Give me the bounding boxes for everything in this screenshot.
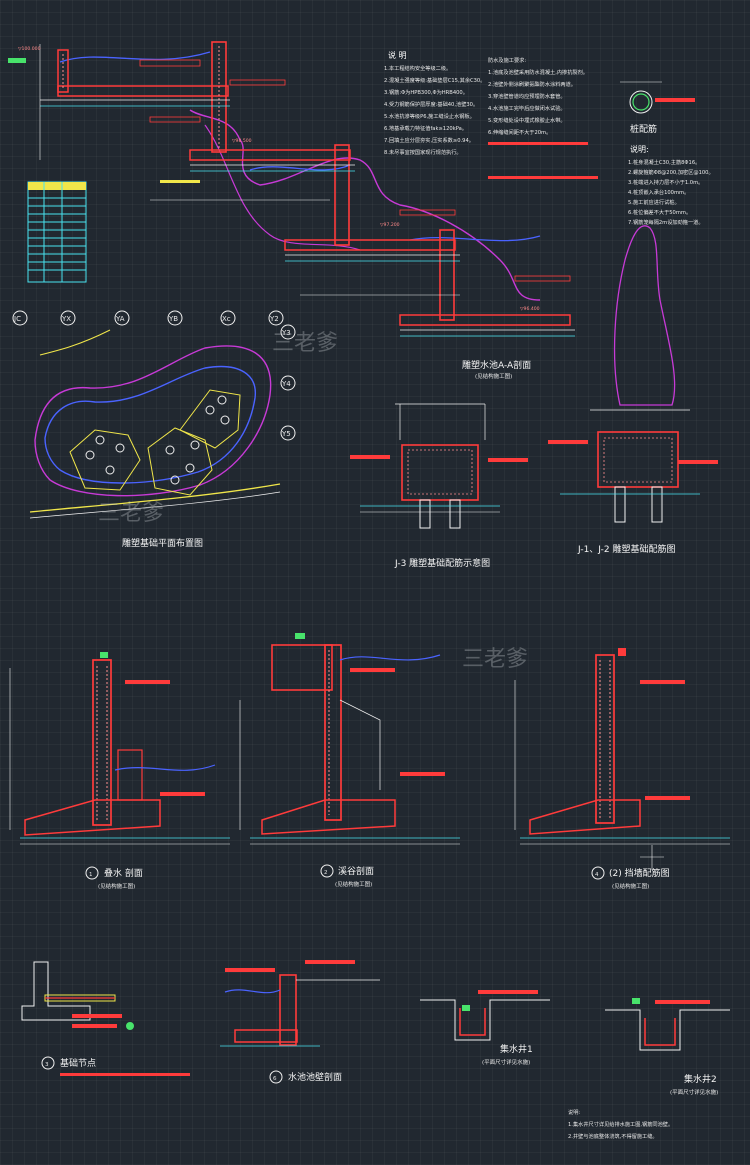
j1j2-title: J-1、J-2 雕塑基础配筋图 (577, 543, 675, 555)
axis-label: Y5 (281, 430, 291, 438)
pile-title: 桩配筋 (630, 123, 657, 135)
notes-heading: 防水及施工要求: (488, 56, 526, 64)
watermark: 三老爹 (272, 331, 338, 356)
axis-label: Xc (222, 315, 231, 323)
note-line: 6.地基承载力特征值fak≥120kPa。 (384, 124, 467, 132)
axis-label: Y3 (281, 329, 291, 337)
axis-label: YA (115, 315, 125, 323)
wall-section-2-label: 2 溪谷剖面 (见结构施工图) (320, 864, 374, 888)
notes-heading: 说明: (630, 144, 649, 154)
well1-title: 集水井1 (500, 1043, 533, 1055)
notes-heading: 说明: (568, 1108, 580, 1116)
note-line: 3.桩端进入持力层不小于1.0m。 (628, 178, 703, 186)
watermark: 三老爹 (462, 647, 528, 672)
wall4-subtitle: (见结构施工图) (612, 882, 649, 890)
note-line: 6.桩位偏差不大于50mm。 (628, 208, 691, 216)
well1-subtitle: (平面尺寸详见水施) (482, 1058, 530, 1066)
section-marker: 4 (595, 872, 599, 878)
sculpture-foundation-plan (29, 329, 281, 519)
elevation-label: ▽97.200 (380, 222, 400, 228)
elevation-label: ▽98.500 (232, 138, 252, 144)
pile-detail: 桩配筋 (620, 81, 695, 135)
detail-3-drawing: 3 基础节点 (21, 961, 190, 1076)
elevation-label: ▽96.400 (520, 306, 540, 312)
note-line: 7.钢筋笼每隔2m设加劲箍一道。 (628, 218, 704, 226)
note-line: 2.混凝土强度等级:基础垫层C15,其余C30。 (384, 76, 485, 84)
note-line: 1.池底及池壁采用防水混凝土,内掺抗裂剂。 (488, 68, 588, 76)
axis-markers: JC YX YA YB Xc Y2 Y3 Y4 Y5 (12, 310, 296, 441)
wall1-subtitle: (见结构施工图) (98, 882, 135, 890)
note-line: 8.未尽事宜按国家现行规范执行。 (384, 148, 462, 156)
well2-title: 集水井2 (684, 1073, 717, 1085)
wall2-subtitle: (见结构施工图) (335, 880, 372, 888)
section-marker: 1 (89, 872, 93, 878)
sculpture-outline (613, 225, 676, 406)
axis-label: JC (13, 315, 21, 323)
note-line: 1.桩身混凝土C30,主筋8Φ16。 (628, 158, 700, 166)
section-marker: 3 (45, 1062, 49, 1068)
note-line: 5.水池抗渗等级P6,施工缝设止水钢板。 (384, 112, 475, 120)
wall2-title: 溪谷剖面 (338, 865, 374, 877)
section-marker: 2 (324, 870, 328, 876)
section-aa-title: 雕塑水池A-A剖面 (462, 359, 531, 371)
note-line: 1.集水井尺寸详见给排水施工图,钢筋同池壁。 (568, 1120, 673, 1128)
wall-section-1-label: 1 叠水 剖面 (见结构施工图) (85, 866, 143, 890)
j3-foundation-detail (350, 403, 528, 529)
stepped-section-drawing: ▽100.000 ▽98.500 ▽97.200 ▽96.400 (8, 41, 575, 337)
detail6-title: 水池池壁剖面 (288, 1071, 342, 1083)
notes-block-2: 防水及施工要求: 1.池底及池壁采用防水混凝土,内掺抗裂剂。 2.池壁外侧涂刷聚… (488, 56, 598, 179)
section-marker: 6 (273, 1076, 277, 1082)
well2-subtitle: (平面尺寸详见水施) (670, 1088, 718, 1096)
notes-heading: 说 明 (388, 50, 407, 60)
detail3-title: 基础节点 (60, 1057, 96, 1069)
wall-section-4-label: 4 (2) 挡墙配筋图 (见结构施工图) (591, 866, 670, 890)
note-line: 4.水池施工完毕后应做闭水试验。 (488, 104, 566, 112)
axis-label: YB (168, 315, 178, 323)
note-line: 2.井壁与池底整体浇筑,不得留施工缝。 (568, 1132, 658, 1140)
note-line: 2.螺旋箍筋Φ8@200,加密区@100。 (628, 168, 714, 176)
note-line: 5.施工前应进行试桩。 (628, 198, 680, 206)
section-aa-subtitle: (见结构施工图) (475, 372, 512, 380)
wall-section-2-drawing (239, 633, 460, 845)
wall1-title: 叠水 剖面 (104, 867, 143, 879)
well-1-drawing: 集水井1 (平面尺寸详见水施) (420, 990, 550, 1066)
notes-block-4: 说明: 1.集水井尺寸详见给排水施工图,钢筋同池壁。 2.井壁与池底整体浇筑,不… (568, 1108, 673, 1140)
note-line: 5.变形缝处设中埋式橡胶止水带。 (488, 116, 566, 124)
j1j2-foundation-detail (548, 409, 718, 523)
note-line: 2.池壁外侧涂刷聚氨酯防水涂料两道。 (488, 80, 576, 88)
sculpture-plan-title: 雕塑基础平面布置图 (122, 537, 203, 549)
detail-6-drawing: 6 水池池壁剖面 (220, 960, 380, 1084)
note-line: 4.受力钢筋保护层厚度:基础40,池壁30。 (384, 100, 478, 108)
well-2-drawing: 集水井2 (平面尺寸详见水施) (605, 998, 730, 1096)
wall-section-4-drawing (514, 648, 730, 870)
watermark: 三老爹 (98, 501, 164, 526)
note-line: 1.本工程结构安全等级二级。 (384, 64, 451, 72)
notes-block-1: 说 明 1.本工程结构安全等级二级。 2.混凝土强度等级:基础垫层C15,其余C… (384, 50, 485, 156)
note-line: 4.桩顶嵌入承台100mm。 (628, 188, 689, 196)
note-line: 7.回填土应分层夯实,压实系数≥0.94。 (384, 136, 474, 144)
wall-section-1-drawing (9, 652, 230, 845)
note-line: 3.钢筋:Φ为HPB300,Φ为HRB400。 (384, 88, 468, 96)
axis-label: Y4 (281, 380, 291, 388)
axis-label: YX (61, 315, 71, 323)
j3-title: J-3 雕塑基础配筋示意图 (394, 557, 490, 569)
note-line: 6.伸缩缝间距不大于20m。 (488, 128, 551, 136)
wall4-title: (2) 挡墙配筋图 (609, 867, 670, 879)
note-line: 3.穿池壁管道均应预埋防水套管。 (488, 92, 566, 100)
rebar-table (27, 181, 87, 283)
elevation-label: ▽100.000 (18, 46, 41, 52)
notes-block-3: 说明: 1.桩身混凝土C30,主筋8Φ16。 2.螺旋箍筋Φ8@200,加密区@… (628, 144, 714, 226)
axis-label: Y2 (269, 315, 279, 323)
